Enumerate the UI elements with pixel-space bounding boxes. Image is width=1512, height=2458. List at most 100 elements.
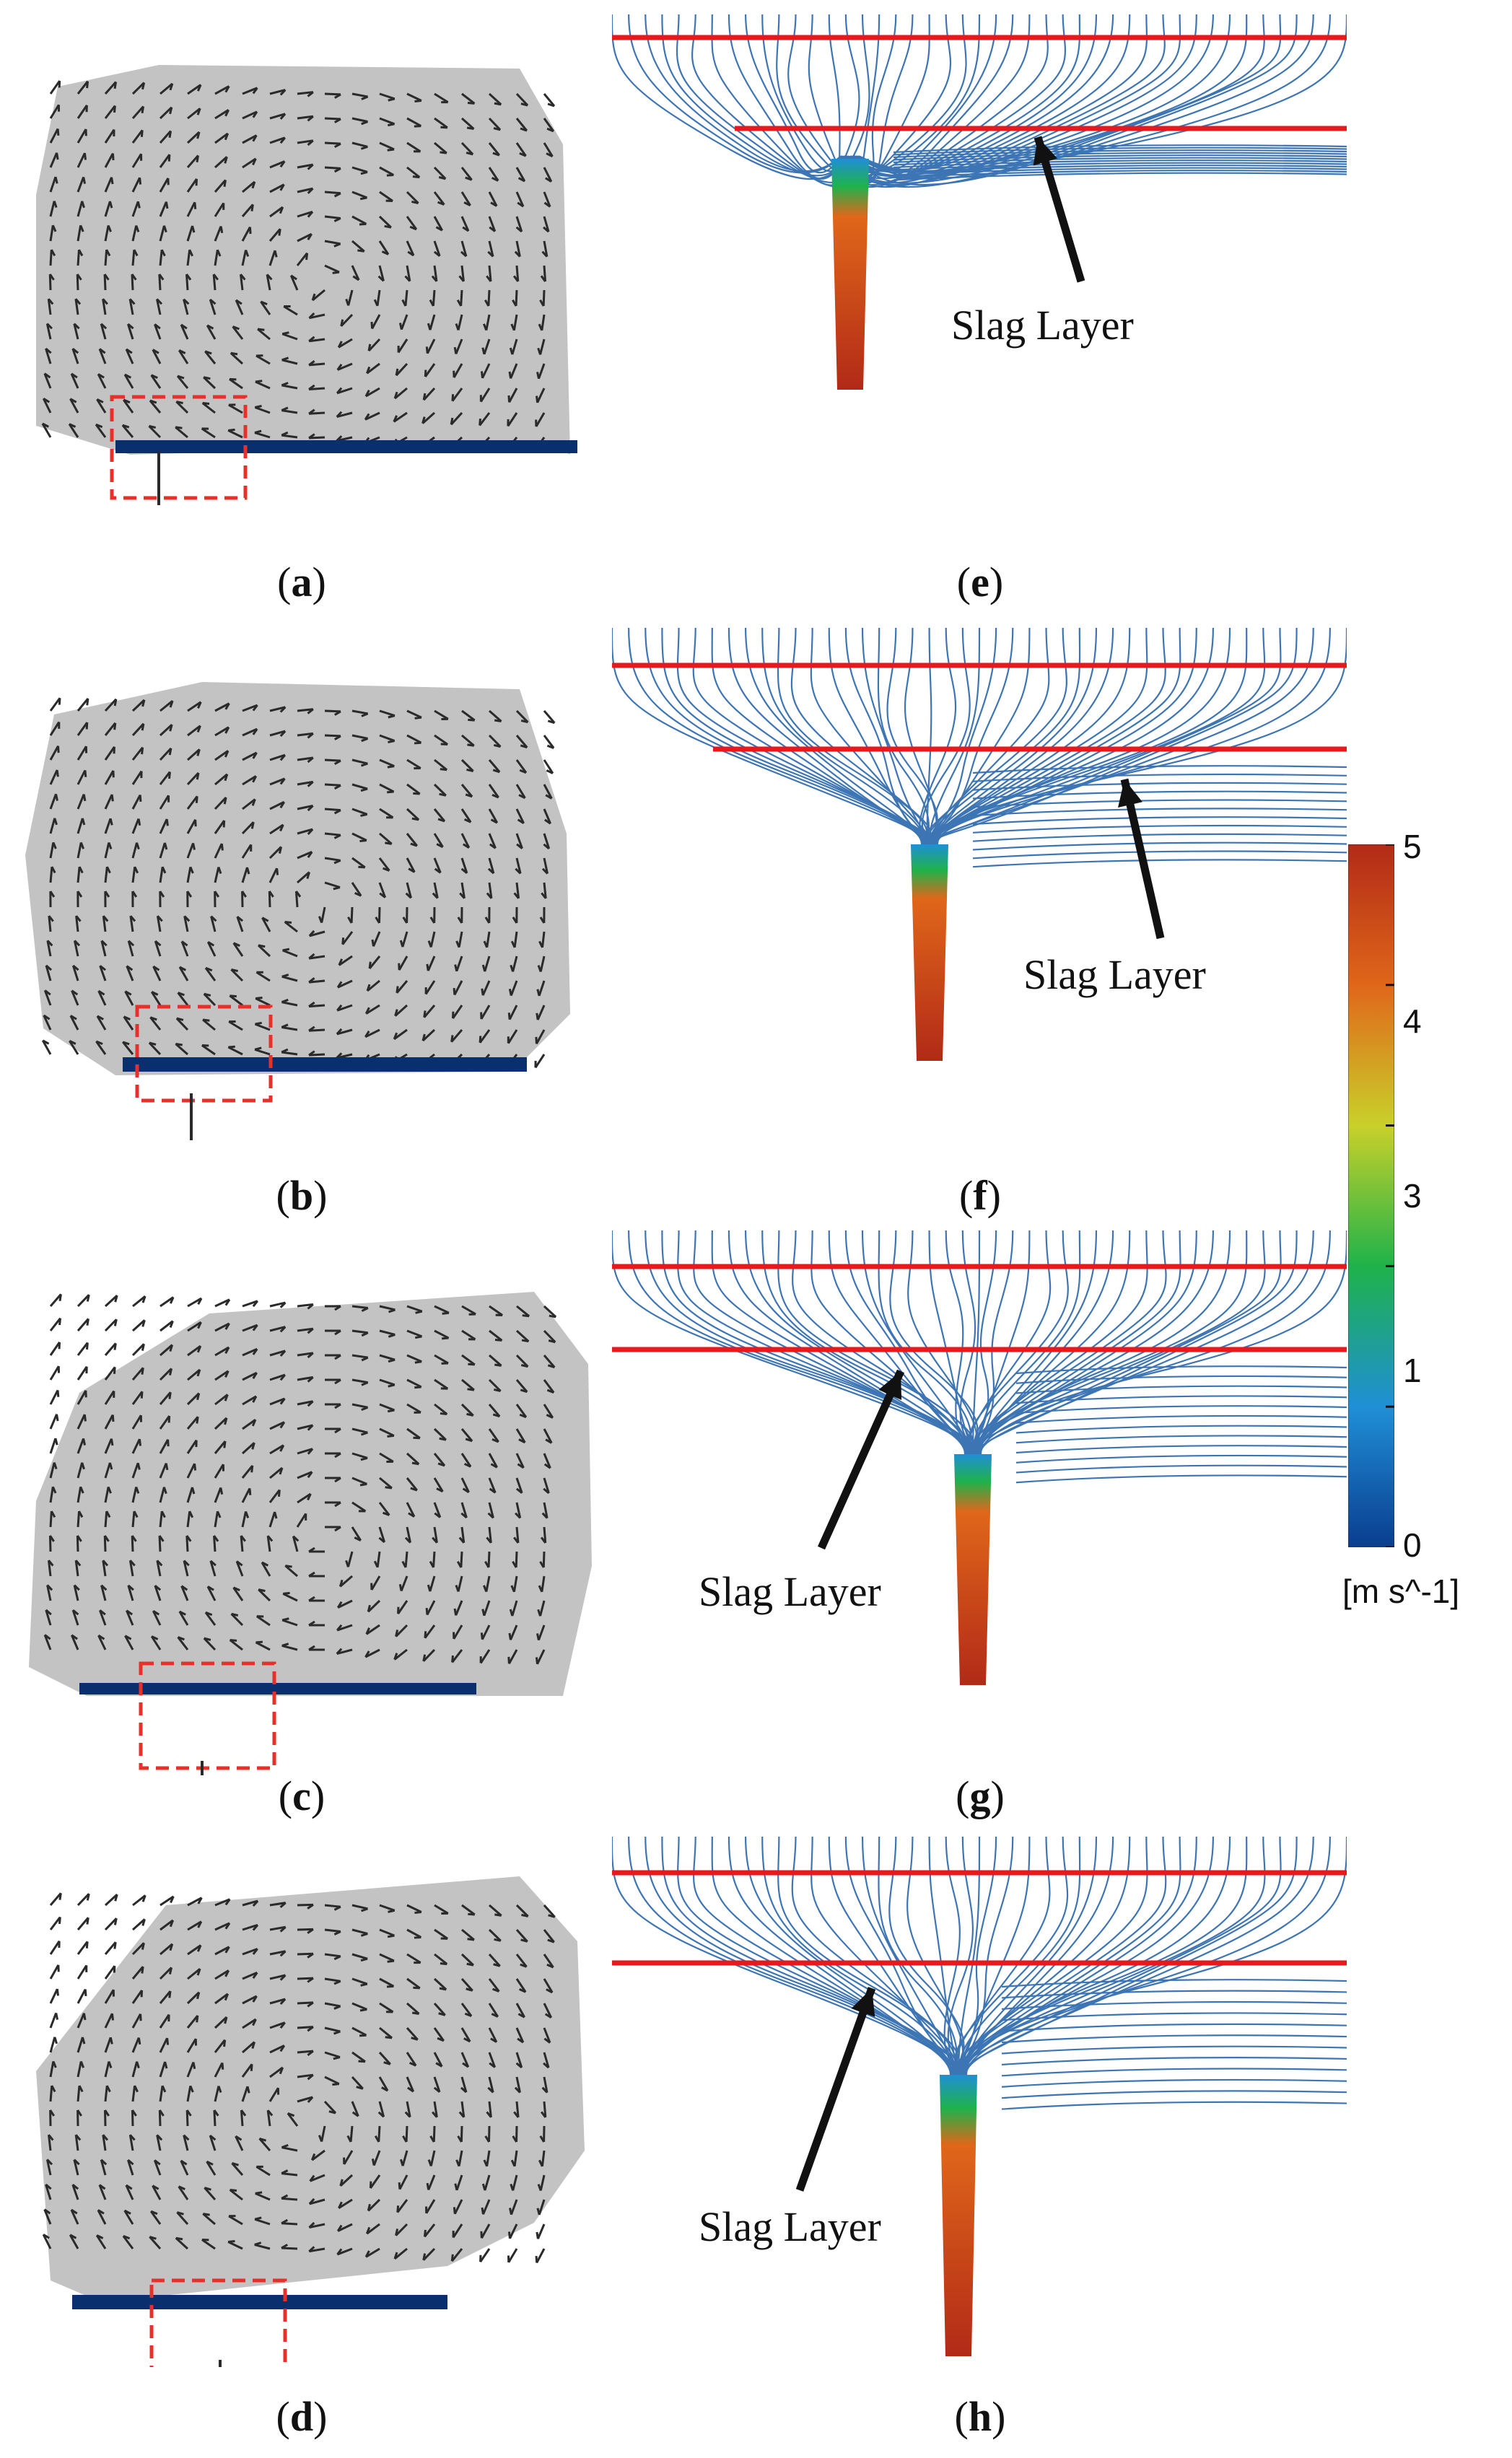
velocity-arrow xyxy=(77,1365,88,1381)
streamline xyxy=(1015,1464,1347,1474)
velocity-arrowhead xyxy=(58,1917,61,1925)
velocity-arrowhead xyxy=(204,350,212,355)
velocity-arrowhead xyxy=(546,769,554,774)
velocity-arrowhead xyxy=(279,1398,286,1405)
velocity-arrowhead xyxy=(364,1007,370,1015)
velocity-arrow xyxy=(460,2052,470,2068)
velocity-arrow xyxy=(452,2223,463,2239)
velocity-arrow xyxy=(337,2223,353,2232)
velocity-arrowhead xyxy=(510,2159,516,2167)
velocity-arrow xyxy=(104,1366,116,1381)
velocity-arrow xyxy=(324,1977,341,1982)
velocity-arrow xyxy=(214,773,228,786)
velocity-arrowhead xyxy=(466,768,473,772)
velocity-arrowhead xyxy=(333,2030,341,2035)
velocity-arrowhead xyxy=(494,1388,501,1393)
velocity-arrow xyxy=(180,324,189,340)
velocity-arrow xyxy=(336,387,353,395)
velocity-arrowhead xyxy=(399,2159,404,2166)
velocity-arrowhead xyxy=(519,1988,526,1993)
velocity-arrow xyxy=(127,1585,134,1601)
velocity-arrowhead xyxy=(156,2134,163,2141)
velocity-arrowhead xyxy=(152,2184,159,2190)
velocity-arrowhead xyxy=(86,81,89,89)
velocity-arrow xyxy=(49,1317,61,1331)
velocity-arrowhead xyxy=(192,843,196,850)
velocity-arrow xyxy=(49,2061,55,2078)
velocity-arrowhead xyxy=(279,1467,284,1475)
velocity-arrowhead xyxy=(246,2086,250,2094)
velocity-arrowhead xyxy=(308,360,315,367)
velocity-arrowhead xyxy=(279,1302,287,1308)
velocity-arrow xyxy=(515,167,526,182)
velocity-arrow xyxy=(214,867,220,883)
velocity-arrowhead xyxy=(437,818,445,823)
velocity-arrowhead xyxy=(388,714,396,719)
velocity-arrow xyxy=(309,313,325,320)
velocity-arrow xyxy=(202,1018,216,1031)
velocity-arrow xyxy=(433,1526,438,1543)
velocity-arrow xyxy=(424,2223,436,2238)
velocity-arrowhead xyxy=(196,748,201,756)
velocity-arrow xyxy=(152,349,162,364)
velocity-arrowhead xyxy=(546,1414,554,1419)
velocity-arrow xyxy=(240,2109,244,2127)
velocity-arrowhead xyxy=(178,992,185,997)
velocity-arrow xyxy=(541,2150,546,2167)
velocity-arrow xyxy=(77,2061,82,2078)
velocity-arrowhead xyxy=(136,2061,140,2069)
velocity-arrowhead xyxy=(356,2086,364,2090)
velocity-arrowhead xyxy=(189,2085,194,2093)
velocity-arrowhead xyxy=(481,2183,486,2191)
velocity-arrow xyxy=(351,808,368,815)
velocity-arrow xyxy=(159,723,173,737)
velocity-arrow xyxy=(515,1453,525,1469)
velocity-arrow xyxy=(71,1609,79,1626)
velocity-arrowhead xyxy=(494,1339,502,1342)
velocity-arrow xyxy=(461,1354,476,1366)
velocity-arrowhead xyxy=(366,984,371,992)
velocity-arrow xyxy=(104,1487,110,1503)
velocity-arrow xyxy=(281,1645,298,1651)
velocity-arrow xyxy=(131,201,139,217)
velocity-arrow xyxy=(461,1928,475,1941)
velocity-arrowhead xyxy=(131,274,137,281)
streamline xyxy=(893,152,1347,161)
velocity-arrowhead xyxy=(281,1617,289,1622)
velocity-arrowhead xyxy=(235,299,242,305)
velocity-arrow xyxy=(377,2125,381,2143)
velocity-arrow xyxy=(187,1344,201,1357)
velocity-arrowhead xyxy=(510,2183,515,2191)
velocity-arrowhead xyxy=(414,1386,421,1389)
velocity-arrowhead xyxy=(421,416,426,424)
velocity-arrowhead xyxy=(465,176,473,181)
velocity-arrowhead xyxy=(252,1348,258,1355)
velocity-arrow xyxy=(152,2184,162,2200)
velocity-arrowhead xyxy=(548,1914,556,1918)
streamline xyxy=(958,1837,1167,2076)
velocity-arrowhead xyxy=(359,2008,367,2012)
velocity-arrow xyxy=(128,1560,134,1577)
velocity-arrow xyxy=(404,289,408,307)
velocity-arrow xyxy=(46,940,52,957)
velocity-arrow xyxy=(406,1329,423,1338)
velocity-arrowhead xyxy=(540,2111,547,2118)
velocity-arrow xyxy=(131,1391,144,1405)
velocity-arrow xyxy=(104,225,110,242)
streamline xyxy=(934,628,1282,845)
velocity-arrow xyxy=(186,1463,196,1479)
velocity-arrow xyxy=(131,794,141,810)
caption-f: (f) xyxy=(959,1172,1001,1219)
velocity-arrowhead xyxy=(281,1048,289,1054)
velocity-arrowhead xyxy=(333,1955,341,1961)
tap-hole-inset-box xyxy=(135,1005,273,1103)
velocity-arrowhead xyxy=(167,154,171,162)
velocity-arrow xyxy=(186,1439,198,1454)
velocity-arrow xyxy=(241,844,253,859)
velocity-arrowhead xyxy=(422,393,427,401)
velocity-arrowhead xyxy=(152,965,160,971)
velocity-arrow xyxy=(242,727,258,737)
velocity-arrowhead xyxy=(228,1045,235,1049)
streamline xyxy=(861,1837,957,2076)
velocity-arrow xyxy=(242,2018,257,2029)
